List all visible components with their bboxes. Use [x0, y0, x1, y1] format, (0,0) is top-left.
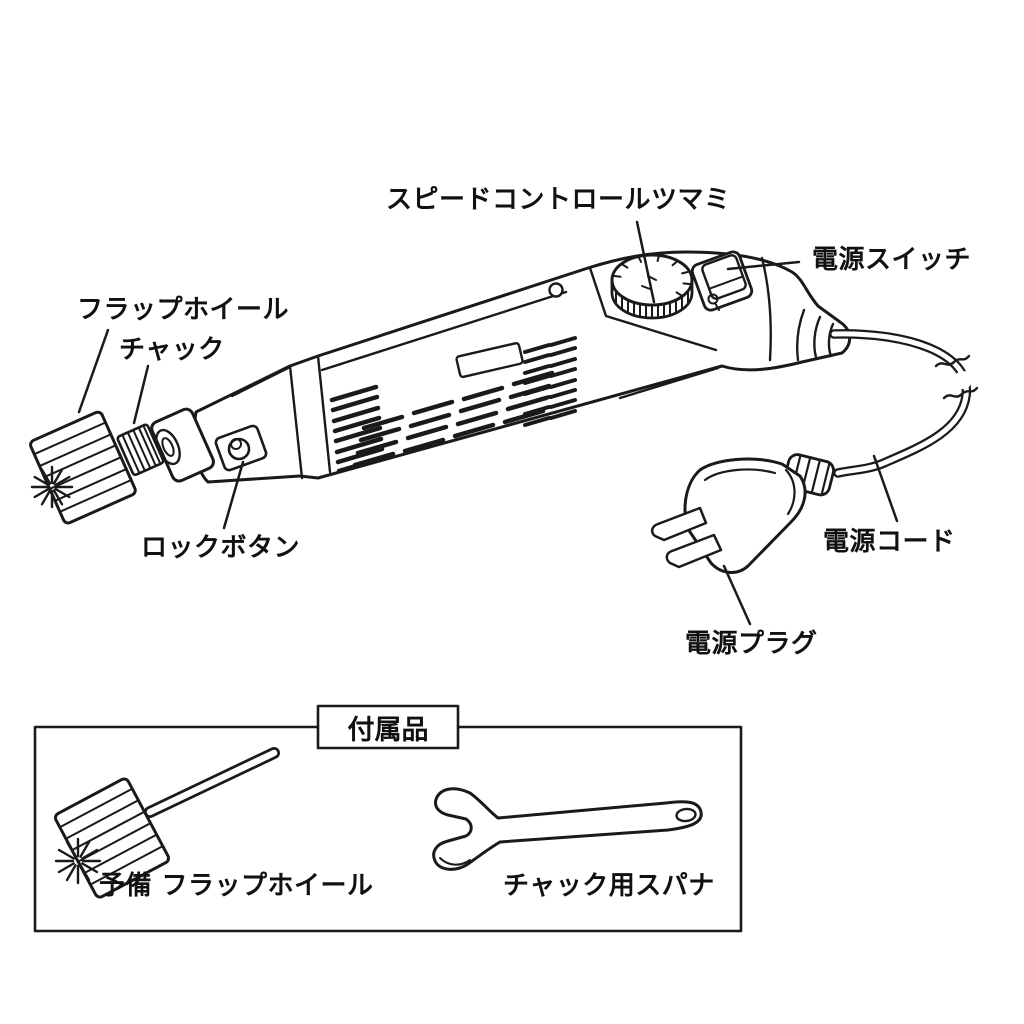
spare-flap-wheel-drawing	[53, 747, 280, 899]
label-power-switch: 電源スイッチ	[812, 245, 972, 275]
switch-pin	[707, 293, 719, 305]
leader-lines	[77, 220, 899, 626]
power-switch-drawing	[690, 250, 754, 312]
label-spare-flap-wheel: 予備 フラップホイール	[99, 871, 374, 901]
power-plug-drawing	[650, 453, 835, 574]
plug-prong-lower	[665, 533, 723, 569]
nameplate	[455, 342, 524, 379]
label-power-cord: 電源コード	[823, 527, 956, 557]
plug-prong-upper	[650, 506, 708, 542]
spare-wheel-starburst	[54, 837, 102, 885]
body-facet-lines	[230, 256, 835, 480]
leader-power-plug	[722, 564, 752, 626]
leader-power-cord	[872, 454, 899, 523]
cord-break-marks	[934, 354, 979, 400]
label-power-plug: 電源プラグ	[685, 629, 818, 659]
label-chuck-spanner: チャック用スパナ	[503, 871, 715, 901]
leader-lock-button	[222, 460, 245, 530]
leader-power-switch	[726, 260, 801, 271]
accessories-section	[33, 704, 743, 933]
power-cord-drawing	[829, 329, 979, 478]
leader-flap-wheel	[77, 328, 110, 414]
leader-speed-knob	[635, 220, 656, 304]
lock-button-drawing	[214, 424, 268, 472]
body-hole	[548, 282, 564, 298]
speed-knob-drawing	[610, 253, 694, 320]
label-speed-control-knob: スピードコントロールツマミ	[386, 185, 731, 215]
label-lock-button: ロックボタン	[141, 533, 301, 563]
front-housing-drawing	[150, 407, 215, 483]
label-flap-wheel: フラップホイール	[77, 295, 290, 325]
flap-wheel-starburst	[30, 465, 74, 509]
chuck-drawing	[116, 423, 165, 477]
label-chuck: チャック	[119, 335, 225, 365]
accessories-title-box	[316, 704, 460, 750]
rotary-tool-drawing	[29, 250, 852, 525]
flap-wheel-drawing	[29, 410, 137, 525]
accessories-title: 付属品	[347, 714, 429, 746]
chuck-spanner-drawing	[432, 787, 703, 871]
leader-chuck	[132, 364, 150, 425]
spanner-hole	[675, 807, 697, 823]
